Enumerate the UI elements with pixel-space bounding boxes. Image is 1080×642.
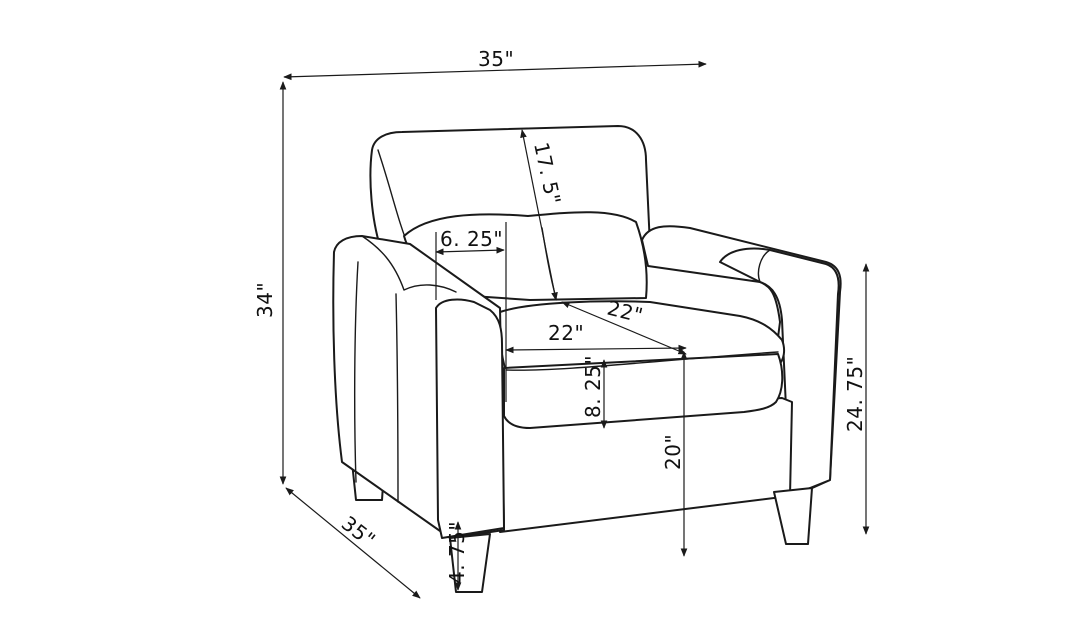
right-arm-welt: [757, 249, 771, 283]
back-height-dimension-line: [520, 129, 558, 301]
cushion-height-label: 8. 25": [581, 355, 605, 418]
front-right-leg: [773, 487, 813, 545]
right-arm-front: [719, 247, 840, 497]
seat-width-dimension-line: [505, 344, 687, 354]
width-dimension-line: [283, 60, 707, 81]
left-arm-top-curve: [361, 235, 457, 293]
depth-dimension-line: [285, 487, 421, 599]
arm-width-dimension-line: [435, 246, 505, 256]
left-arm-pleat-1: [353, 261, 359, 483]
overall-depth-label: 35": [337, 511, 380, 552]
seat-width-label: 22": [548, 321, 584, 345]
overall-width-label: 35": [478, 47, 514, 71]
arm-height-label: 24. 75": [843, 356, 867, 432]
seat-cushion-edge: [505, 351, 779, 371]
overall-height-label: 34": [253, 282, 277, 318]
left-arm-pleat-2: [395, 293, 399, 503]
dimension-lines: [279, 60, 870, 599]
seat-height-label: 20": [661, 434, 685, 470]
left-arm-front-panel: [435, 298, 505, 539]
leg-height-label: 4. 75": [445, 521, 469, 584]
seat-cushion-front: [503, 353, 784, 429]
arm-width-label: 6. 25": [440, 227, 503, 251]
